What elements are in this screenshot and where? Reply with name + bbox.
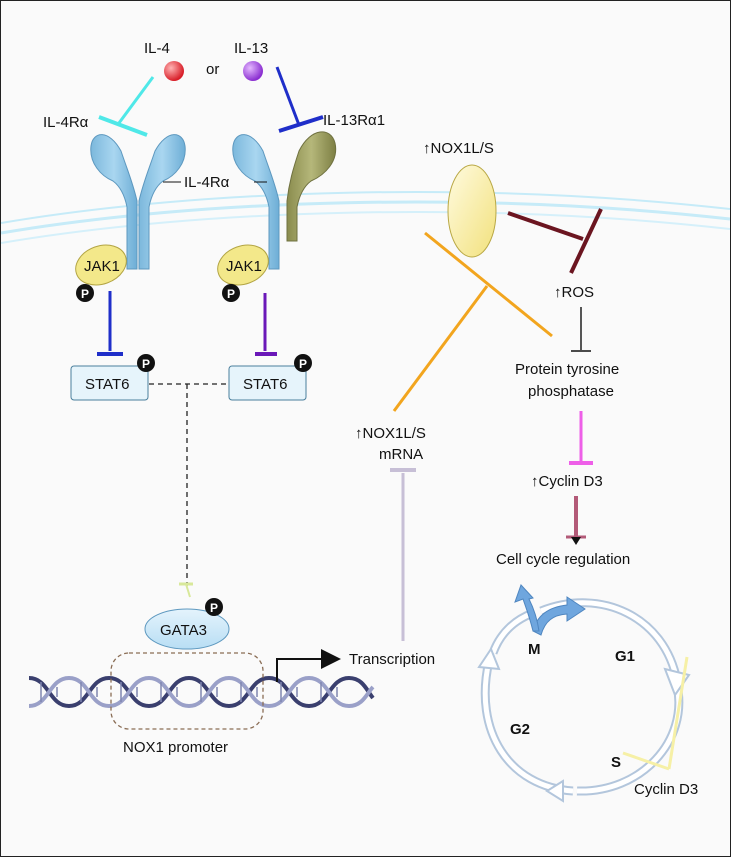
ptp-label-2: phosphatase [528,383,614,400]
nox1-protein [447,164,497,258]
nox1-ros-link [507,208,603,274]
promoter-region [110,652,264,730]
jak1-stat6-right-link [255,293,277,356]
gata3-label: GATA3 [160,622,207,639]
phase-m-label: M [528,641,541,658]
mrna-induction-link [390,468,416,641]
il13-label: IL-13 [234,40,268,57]
svg-text:P: P [142,357,150,371]
il13-binding-inhibitor [275,66,324,133]
il4-label: IL-4 [144,40,170,57]
gata3: GATA3 P [144,598,230,650]
nox1-translation-link [392,231,553,412]
cyclin-cellcycle-link [566,496,586,545]
phospho-badge [222,284,240,302]
jak1-stat6-left-link [97,291,123,356]
ros-ptp-inhibition [571,307,591,352]
phase-g2-label: G2 [510,721,530,738]
svg-text:P: P [81,287,89,301]
transcription-arrow [276,649,341,682]
il4-ligand [164,61,184,81]
phospho-badge [76,284,94,302]
stat6-left-label: STAT6 [85,376,129,393]
il4ra-label-left: IL-4Rα [43,114,89,131]
stat6-right: STAT6 P [228,354,312,401]
or-label: or [206,61,219,78]
il13ra1-label: IL-13Rα1 [323,112,385,129]
phase-g1-label: G1 [615,648,635,665]
svg-text:P: P [210,601,218,615]
phospho-badge [137,354,155,372]
cell-cycle-regulation-label: Cell cycle regulation [496,551,630,568]
cell-cycle-ring [480,598,684,796]
il4-receptor-left [90,134,186,270]
mitosis-exit-arrows [514,584,586,636]
stat6-dimer-dashed-link [149,383,229,586]
nox-membrane-label: ↑NOX1L/S [423,140,494,157]
phospho-badge [205,598,223,616]
dna-helix [28,675,375,709]
cyclin-d3-g1s-link [622,656,689,771]
transcription-label: Transcription [349,651,435,668]
jak1-left: JAK1 P [75,244,127,302]
phase-s-label: S [611,754,621,771]
ptp-cyclin-inhibition [569,411,593,465]
jak1-right-label: JAK1 [226,258,262,275]
svg-text:P: P [227,287,235,301]
jak1-right: JAK1 P [217,244,269,302]
svg-text:P: P [299,357,307,371]
nox-mrna-label-1: ↑NOX1L/S [355,425,426,442]
phospho-badge [294,354,312,372]
nox-mrna-label-2: mRNA [379,446,423,463]
cyclin-d3-up-label: ↑Cyclin D3 [531,473,603,490]
stat6-left: STAT6 P [70,354,155,401]
il13-ligand [243,61,263,81]
stat6-right-label: STAT6 [243,376,287,393]
il4ra-label-middle: IL-4Rα [184,174,230,191]
ros-label: ↑ROS [554,284,594,301]
il4-binding-inhibitor [98,76,155,137]
cyclin-d3-cycle-label: Cyclin D3 [634,781,698,798]
cell-membrane [1,191,730,244]
gata3-activation-mark [179,582,193,598]
jak1-left-label: JAK1 [84,258,120,275]
promoter-label: NOX1 promoter [123,739,228,756]
ptp-label-1: Protein tyrosine [515,361,619,378]
